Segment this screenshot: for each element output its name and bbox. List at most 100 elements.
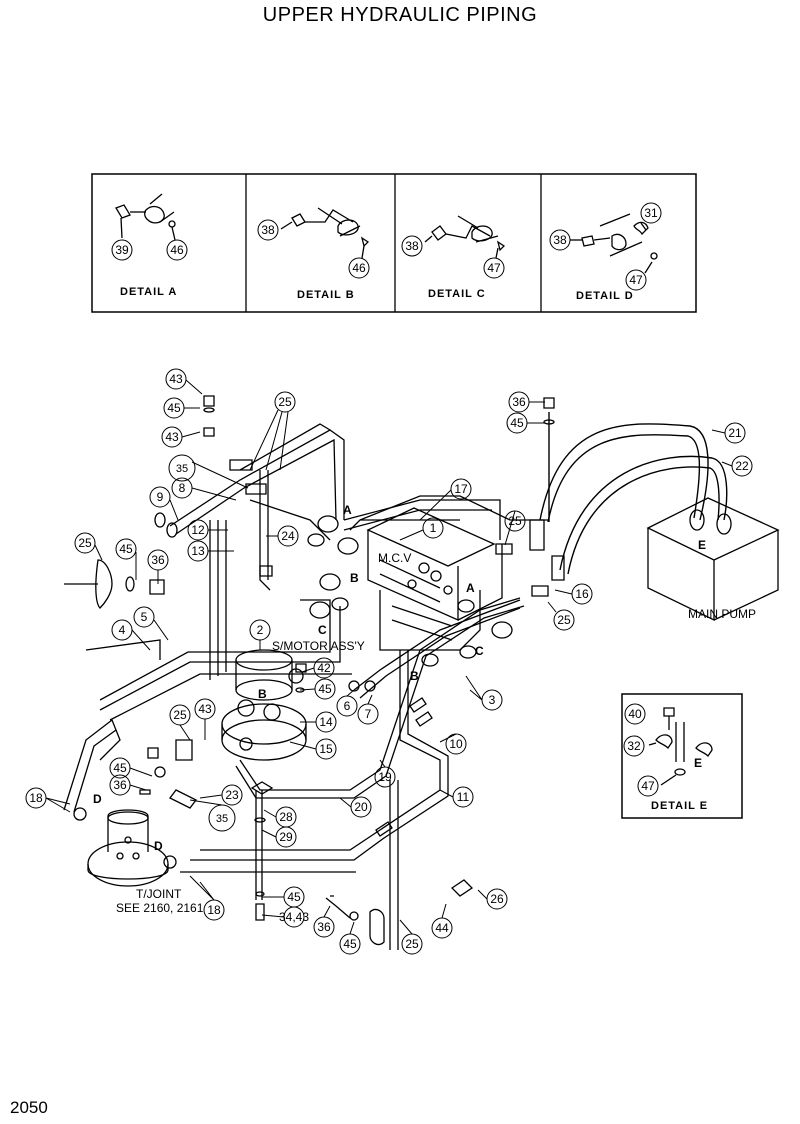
page-title: UPPER HYDRAULIC PIPING (262, 4, 538, 26)
callout-25-left: 25 (78, 536, 92, 550)
port-c-left: C (318, 623, 327, 637)
hoses-21-22 (539, 412, 728, 575)
callout-47-e: 47 (641, 779, 655, 793)
port-e-pump: E (698, 538, 706, 552)
t-joint-label: T/JOINT (136, 887, 182, 901)
port-b-motor: B (258, 687, 267, 701)
callout-28: 26 (490, 892, 504, 906)
port-a-right: A (466, 581, 475, 595)
callout-4: 4 (119, 623, 126, 637)
callout-25-bottom: 25 (405, 937, 419, 951)
callout-30: 29 (279, 830, 293, 844)
detail-panel-top (91, 173, 697, 313)
callout-29: 28 (279, 810, 293, 824)
callout-22: 22 (735, 459, 749, 473)
callout-43-top: 45 (167, 401, 181, 415)
detail-e-label: DETAIL E (651, 800, 708, 812)
callout-17: 17 (454, 482, 468, 496)
callout-46-b: 46 (352, 261, 366, 275)
port-e-detail: E (694, 756, 702, 770)
callout-3: 3 (489, 693, 496, 707)
callout-13: 13 (191, 544, 205, 558)
detail-c-label: DETAIL C (428, 288, 486, 300)
callout-24: 24 (281, 529, 295, 543)
callout-10: 10 (449, 737, 463, 751)
page-number: 2050 (10, 1098, 48, 1117)
callout-41-mid: 43 (198, 702, 212, 716)
main-pump (646, 497, 780, 622)
detail-panel-e (621, 693, 743, 819)
callout-6: 6 (344, 699, 351, 713)
callout-11: 11 (457, 790, 470, 804)
pipes (63, 423, 548, 950)
callout-7: 7 (365, 707, 372, 721)
detail-c-drawing (424, 215, 506, 259)
port-a-left: A (343, 503, 352, 517)
callout-43-bottom: 45 (113, 761, 127, 775)
callout-14: 14 (319, 715, 333, 729)
detail-a-drawing (115, 193, 176, 241)
port-c-right: C (475, 644, 484, 658)
callout-43-left: 45 (119, 542, 133, 556)
callout-9: 9 (157, 490, 164, 504)
callout-35-left: 36 (151, 553, 165, 567)
callout-31: 31 (644, 206, 658, 220)
left-bracket-25 (64, 559, 165, 660)
callout-35-bottom: 36 (113, 778, 127, 792)
t-joint-see-label: SEE 2160, 2161 (116, 901, 204, 915)
callout-42: 44 (435, 921, 449, 935)
callout-34-43-bottom: 35 (216, 813, 228, 825)
callout-26-right: 25 (557, 613, 571, 627)
callout-20: 20 (354, 800, 368, 814)
callout-43-bottom2: 45 (343, 937, 357, 951)
mcv-label: M.C.V (378, 551, 411, 565)
callout-12: 12 (191, 523, 205, 537)
t-joint (73, 807, 177, 887)
callout-47-d: 47 (629, 273, 643, 287)
port-d-left: D (93, 792, 102, 806)
swing-motor (221, 649, 307, 761)
callout-33: 34,43 (279, 910, 309, 924)
callout-46-a: 46 (170, 243, 184, 257)
callout-44: 45 (287, 890, 301, 904)
callout-36: 43 (169, 372, 183, 386)
callout-5: 5 (141, 610, 148, 624)
callout-37: 42 (317, 661, 331, 675)
callout-25-top: 25 (278, 395, 292, 409)
callout-40: 40 (628, 707, 642, 721)
callout-26-top: 25 (508, 514, 522, 528)
main-pump-label: MAIN PUMP (688, 607, 756, 621)
port-d-bottom: D (154, 839, 163, 853)
callout-23: 23 (225, 788, 239, 802)
callout-15: 15 (319, 742, 333, 756)
callout-16: 16 (575, 587, 589, 601)
detail-b-label: DETAIL B (297, 289, 355, 301)
callout-35-bottom2: 36 (317, 920, 331, 934)
callout-1: 1 (430, 521, 437, 535)
detail-a-label: DETAIL A (120, 286, 177, 298)
port-b-right: B (410, 669, 419, 683)
callout-47-c: 47 (487, 261, 501, 275)
callout-18-left: 18 (29, 791, 43, 805)
port-b-left: B (350, 571, 359, 585)
callout-2: 2 (257, 623, 264, 637)
callout-45: 45 (318, 682, 332, 696)
callout-35-top: 36 (512, 395, 526, 409)
callout-39: 39 (115, 243, 129, 257)
fittings (139, 395, 565, 946)
detail-d-label: DETAIL D (576, 290, 634, 302)
callout-41-top: 43 (165, 430, 179, 444)
callout-8: 8 (179, 481, 186, 495)
callouts (25, 202, 753, 955)
callout-38-d: 38 (553, 233, 567, 247)
s-motor-label: S/MOTOR ASS'Y (272, 639, 365, 653)
callout-38-c: 38 (405, 239, 419, 253)
callout-34-43-top: 35 (176, 463, 188, 475)
detail-d-drawing (570, 213, 658, 274)
callout-25-mid: 25 (173, 708, 187, 722)
callout-21: 21 (728, 426, 742, 440)
callout-38-b: 38 (261, 223, 275, 237)
callout-32: 32 (627, 739, 641, 753)
callout-19: 19 (378, 770, 392, 784)
